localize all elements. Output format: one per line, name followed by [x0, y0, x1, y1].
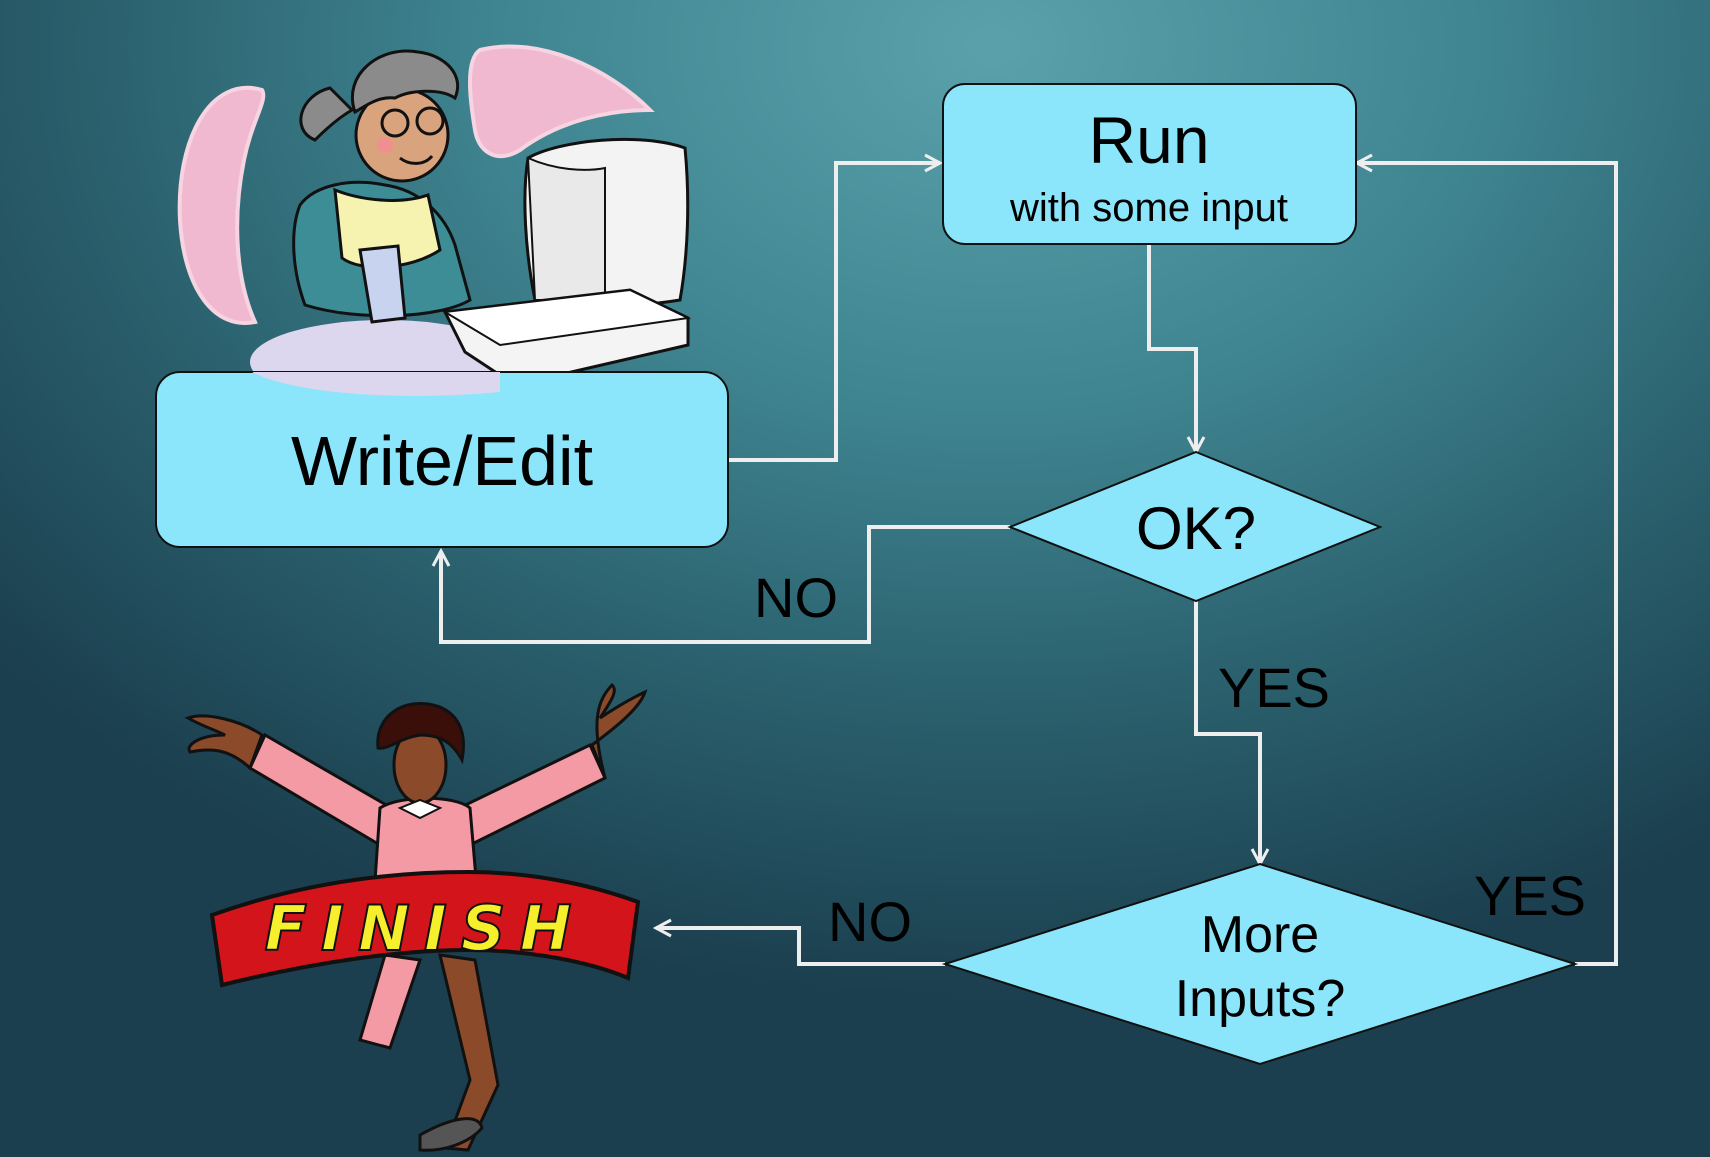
runner-shoe — [418, 1117, 484, 1152]
keyboard-top — [441, 288, 692, 347]
runner-collar — [397, 798, 443, 820]
finish-illustration: FINISH — [184, 682, 648, 1152]
more-inputs-diamond — [941, 862, 1579, 1066]
more-inputs-line1: More — [1201, 906, 1319, 964]
run-box — [942, 83, 1357, 245]
more-yes-label: YES — [1474, 864, 1586, 927]
edge-ok-no-to-write — [441, 525, 1010, 644]
desk-overlap — [252, 372, 500, 396]
finish-banner — [209, 869, 641, 988]
ok-diamond — [1007, 450, 1383, 603]
edge-ok-yes-to-more — [1194, 601, 1260, 864]
edge-run-to-ok — [1147, 245, 1196, 452]
ok-decision: OK? — [1007, 450, 1383, 603]
runner-left-arm — [248, 732, 397, 848]
programmer-hair — [299, 49, 459, 142]
runner-hair — [376, 701, 465, 765]
glasses-right — [415, 106, 445, 136]
write-edit-node: Write/Edit — [155, 371, 729, 548]
ok-yes-label: YES — [1218, 656, 1330, 719]
programmer-apron — [333, 187, 442, 269]
connectors — [441, 163, 1618, 966]
mug-icon — [358, 244, 407, 324]
edge-more-yes-to-run — [1357, 163, 1618, 966]
runner-left-leg — [358, 953, 423, 1050]
more-inputs-decision: More Inputs? — [941, 862, 1579, 1066]
runner-right-hand — [590, 682, 648, 779]
programmer-cheek — [377, 137, 393, 153]
programmer-illustration — [177, 44, 692, 404]
runner-right-leg — [438, 953, 500, 1152]
run-node: Run with some input — [942, 83, 1357, 245]
run-subtitle: with some input — [1009, 186, 1288, 230]
ok-label: OK? — [1136, 495, 1256, 562]
runner-left-hand — [184, 714, 264, 771]
left-swirl — [177, 86, 266, 325]
glasses-left — [380, 108, 410, 138]
more-inputs-line2: Inputs? — [1175, 970, 1346, 1028]
ok-no-label: NO — [754, 566, 838, 629]
edge-more-no-to-finish — [656, 928, 945, 966]
monitor-side — [526, 156, 606, 301]
edge-write-to-run — [729, 163, 940, 462]
more-no-label: NO — [828, 890, 912, 953]
finish-banner-text: FINISH — [265, 892, 586, 965]
run-title: Run — [1088, 103, 1209, 177]
runner-right-arm — [453, 742, 607, 848]
right-swirl — [468, 44, 655, 158]
programmer-mouth — [399, 154, 434, 165]
write-edit-label: Write/Edit — [291, 422, 593, 500]
